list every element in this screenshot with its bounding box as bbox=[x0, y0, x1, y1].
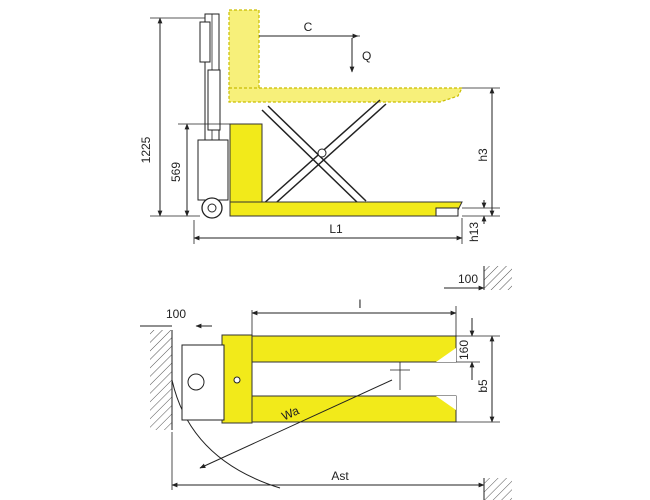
dimension-C: C bbox=[259, 20, 359, 39]
label-C: C bbox=[304, 20, 313, 34]
dimension-569: 569 bbox=[169, 123, 230, 217]
dimension-100-left: 100 bbox=[140, 307, 212, 329]
top-right-wall bbox=[484, 266, 512, 290]
turning-arc bbox=[171, 379, 281, 489]
top-body bbox=[181, 334, 457, 424]
dimension-Ast: Ast bbox=[171, 432, 485, 490]
label-b5: b5 bbox=[476, 379, 490, 393]
label-100-left: 100 bbox=[166, 307, 186, 321]
label-l: l bbox=[359, 297, 362, 311]
label-L1: L1 bbox=[329, 222, 343, 236]
dimension-l: l bbox=[251, 297, 457, 336]
top-view: 100 100 bbox=[140, 266, 512, 500]
label-Q: Q bbox=[362, 49, 371, 63]
label-h13: h13 bbox=[467, 222, 481, 242]
label-Wa: Wa bbox=[280, 403, 302, 423]
side-view: 1225 569 C Q h3 h13 bbox=[139, 9, 500, 244]
steer-wheel-assembly bbox=[197, 139, 229, 219]
load-center-mark bbox=[390, 362, 410, 390]
dimension-1225: 1225 bbox=[139, 17, 205, 217]
dimension-L1: L1 bbox=[193, 218, 463, 244]
scissor-lift bbox=[261, 99, 387, 211]
dimension-160: 160 bbox=[456, 318, 500, 380]
dimension-Wa: Wa bbox=[199, 379, 393, 469]
raised-fork-ghost bbox=[228, 9, 463, 103]
dimension-h13: h13 bbox=[462, 200, 500, 242]
label-Ast: Ast bbox=[331, 469, 349, 483]
label-1225: 1225 bbox=[139, 136, 153, 163]
bottom-right-wall bbox=[484, 478, 512, 500]
dimension-100-top: 100 bbox=[444, 272, 485, 291]
lowered-fork-body bbox=[229, 123, 463, 217]
left-wall bbox=[150, 330, 172, 430]
dimension-h3: h3 bbox=[462, 87, 500, 217]
label-160: 160 bbox=[457, 340, 471, 360]
label-569: 569 bbox=[169, 162, 183, 182]
label-100-top: 100 bbox=[458, 272, 478, 286]
label-h3: h3 bbox=[476, 148, 490, 162]
dimension-b5: b5 bbox=[456, 335, 500, 423]
load-Q: Q bbox=[349, 38, 371, 73]
